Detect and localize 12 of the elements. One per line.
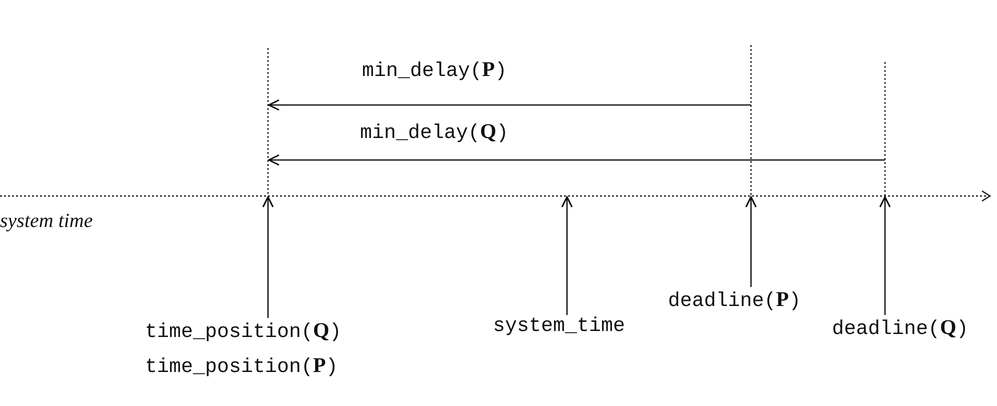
arrow <box>561 196 573 315</box>
interval-label: min_delay(Q) <box>360 119 508 145</box>
point-label: system_time <box>493 314 626 340</box>
point-label: deadline(Q) <box>832 314 968 343</box>
point-label: deadline(P) <box>668 286 801 315</box>
point-label: time_position(P) <box>145 352 339 381</box>
arrow <box>262 196 274 318</box>
axis-label: system time <box>0 210 93 233</box>
arrow <box>879 196 891 315</box>
arrow <box>745 196 757 287</box>
interval-label: min_delay(P) <box>362 57 507 83</box>
point-label: time_position(Q) <box>145 317 342 346</box>
